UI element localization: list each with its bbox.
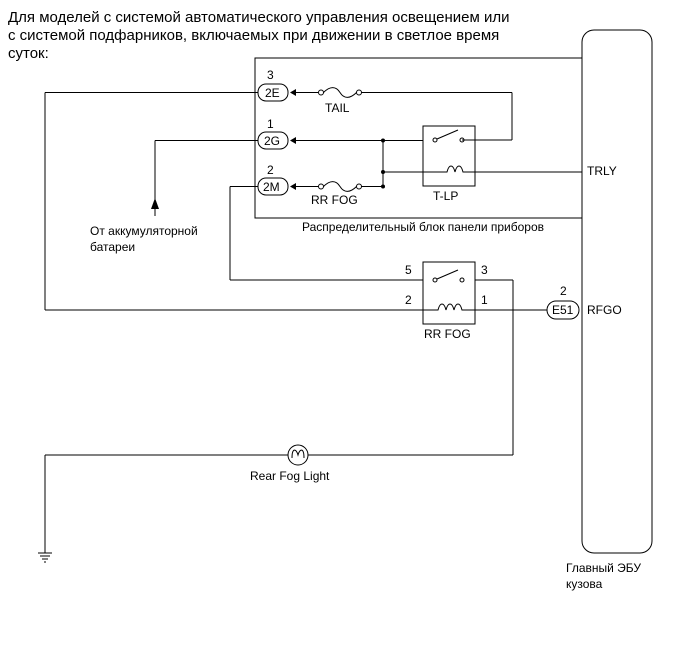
- tail-fuse-label: TAIL: [325, 101, 350, 115]
- rear-fog-light-label: Rear Fog Light: [250, 469, 330, 483]
- ground-icon: [38, 552, 52, 563]
- connector-2m-arrow: [290, 183, 296, 190]
- body-ecu-box: [581, 29, 653, 554]
- connector-2e-arrow: [290, 89, 296, 96]
- rr-fog-relay: [422, 261, 476, 325]
- connector-2g-arrow: [290, 137, 296, 144]
- battery-label-2: батареи: [90, 240, 135, 254]
- tail-fuse: [318, 87, 362, 98]
- battery-arrow: [151, 198, 159, 209]
- junction-block-label: Распределительный блок панели приборов: [302, 220, 544, 234]
- connector-2e-label: 2E: [265, 86, 280, 100]
- junction-block-box: [254, 57, 583, 219]
- connector-2m-pin: 2: [267, 163, 274, 177]
- rr-fog-fuse-label: RR FOG: [311, 193, 358, 207]
- rr-fog-fuse: [318, 181, 362, 192]
- connector-2e-pin: 3: [267, 68, 274, 82]
- rfgo-label: RFGO: [587, 303, 622, 317]
- header-line-1: Для моделей с системой автоматического у…: [8, 9, 510, 26]
- connector-2m-label: 2M: [263, 180, 280, 194]
- rr-fog-relay-pin-2: 2: [405, 293, 412, 307]
- rr-fog-relay-pin-5: 5: [405, 263, 412, 277]
- t-lp-relay: [422, 125, 476, 187]
- trly-label: TRLY: [587, 164, 617, 178]
- t-lp-label: T-LP: [433, 189, 458, 203]
- connector-e51: [546, 300, 580, 320]
- rr-fog-relay-pin-3: 3: [481, 263, 488, 277]
- body-ecu-label-2: кузова: [566, 577, 603, 591]
- rr-fog-relay-label: RR FOG: [424, 327, 471, 341]
- body-ecu-label-1: Главный ЭБУ: [566, 561, 641, 575]
- battery-label-1: От аккумуляторной: [90, 224, 198, 238]
- header-line-3: суток:: [8, 45, 49, 62]
- connector-e51-pin: 2: [560, 284, 567, 298]
- connector-e51-label: E51: [552, 303, 574, 317]
- connector-2g-label: 2G: [264, 134, 280, 148]
- rr-fog-relay-pin-1: 1: [481, 293, 488, 307]
- connector-2g-pin: 1: [267, 117, 274, 131]
- header-line-2: с системой подфарников, включаемых при д…: [8, 27, 499, 44]
